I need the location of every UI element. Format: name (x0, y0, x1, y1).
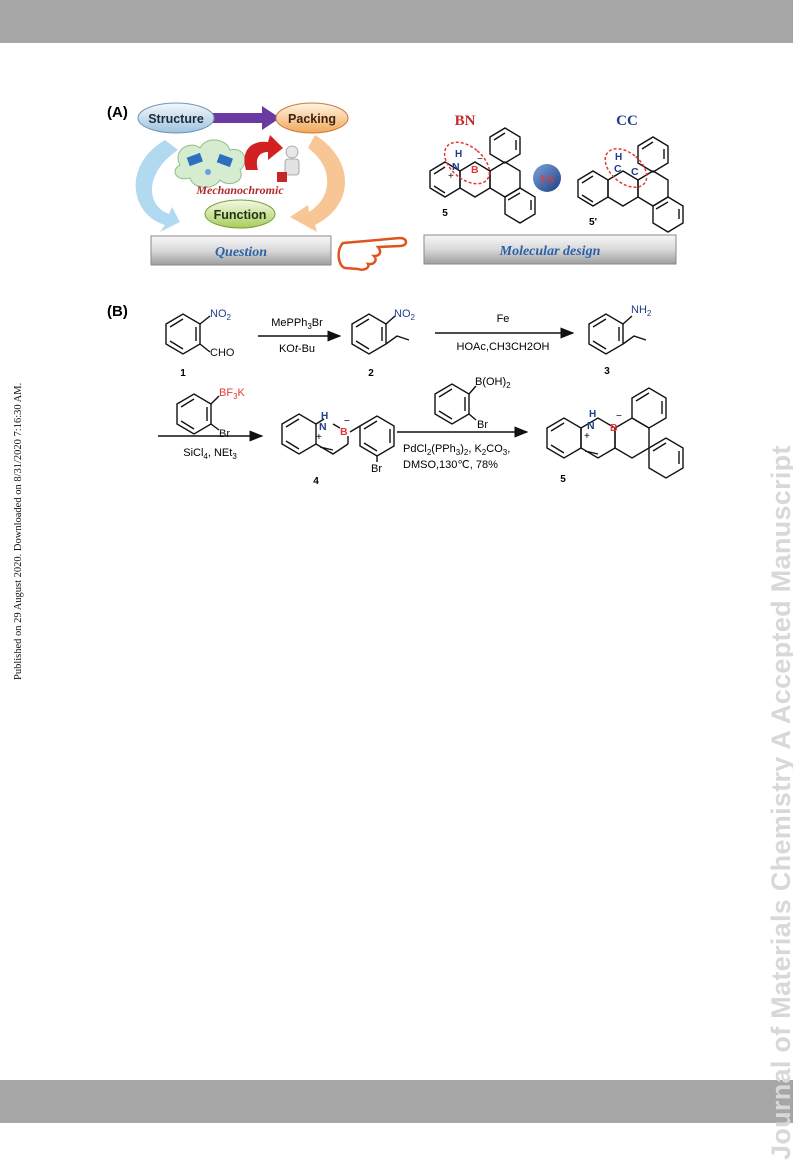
reagent-1-bottom: KOt-Bu (279, 343, 315, 355)
top-banner (0, 0, 793, 43)
reagent-1-top: MePPh3Br (271, 317, 323, 331)
bf3k-label: BF3K (219, 387, 246, 401)
compound-4-structure (281, 413, 395, 462)
atom-c: C (614, 163, 622, 175)
structure-label: Structure (148, 112, 204, 126)
charge-plus: + (316, 432, 322, 443)
bromo-label: Br (219, 428, 230, 440)
compound-1-structure (165, 313, 211, 355)
atom-h: H (321, 411, 328, 422)
reagent-2-bottom: HOAc,CH3CH2OH (457, 341, 550, 353)
figure-canvas: (A) Structure Packing Function Mechanoch… (107, 102, 684, 487)
molecule-dot-icon (205, 169, 211, 175)
compound-5-structure (546, 387, 684, 479)
structure-node (137, 102, 215, 134)
atom-b: B (610, 422, 618, 434)
atom-b: B (340, 426, 348, 438)
amine-group-label: NH2 (631, 304, 652, 318)
packing-node (275, 102, 349, 134)
cycle-arrow-left (135, 140, 180, 232)
charge-plus: + (448, 171, 454, 182)
atom-c: C (631, 166, 639, 178)
compound-2-structure (351, 313, 410, 355)
bn-title: BN (455, 113, 476, 129)
compound-1-label: 1 (180, 368, 186, 379)
molecule-icon (186, 152, 203, 167)
compound-5prime-label: 5' (589, 217, 597, 228)
cloud-icon (174, 139, 246, 188)
nitro-group-label: NO2 (394, 308, 416, 322)
charge-plus: + (584, 431, 590, 442)
bottom-banner (0, 1080, 793, 1123)
packing-label: Packing (288, 112, 336, 126)
charge-minus: − (477, 154, 483, 165)
red-press-arrow-icon (244, 135, 283, 170)
cc-title: CC (616, 113, 638, 129)
question-label: Question (215, 245, 267, 260)
compound-2-label: 2 (368, 368, 374, 379)
mechanochromic-label: Mechanochromic (195, 183, 284, 197)
atom-n: N (319, 421, 327, 433)
reagent-4-line1: PdCl2(PPh3)2, K2CO3, (403, 443, 510, 457)
function-node (204, 199, 276, 229)
atom-h: H (455, 149, 462, 160)
atom-h: H (615, 152, 622, 163)
bromo-label: Br (371, 463, 382, 475)
bromo-label: Br (477, 419, 488, 431)
aryl-trifluoroborate-structure (176, 393, 220, 435)
aryl-boronic-acid-structure (434, 383, 477, 425)
person-icon (285, 145, 299, 159)
cycle-arrow-right (290, 135, 345, 232)
molecule-5-bn-structure (429, 127, 536, 224)
molecule-5prime-cc-structure (577, 136, 684, 233)
atom-n: N (587, 420, 595, 432)
vs-badge (533, 164, 561, 192)
compound-5-label: 5 (560, 474, 566, 485)
compound-3-label: 3 (604, 366, 610, 377)
charge-minus: − (344, 416, 350, 427)
function-label: Function (214, 208, 267, 222)
nitro-group-label: NO2 (210, 308, 232, 322)
reagent-3-bottom: SiCl4, NEt3 (183, 447, 237, 461)
compound-4-label: 4 (313, 476, 319, 487)
vs-label: VS (540, 172, 555, 186)
atom-b: B (471, 164, 479, 176)
charge-minus: − (616, 411, 622, 422)
bn-highlight-ellipse (443, 141, 491, 185)
structure-to-packing-arrow (212, 106, 280, 130)
aldehyde-group-label: CHO (210, 347, 235, 359)
compound-5-label: 5 (442, 208, 448, 219)
question-bar (150, 235, 332, 266)
atom-n: N (452, 161, 460, 173)
compound-3-structure (588, 313, 647, 355)
boronic-acid-label: B(OH)2 (475, 376, 511, 390)
panel-b-label: (B) (107, 303, 128, 320)
reagent-2-top: Fe (497, 313, 510, 325)
pointing-hand-icon (337, 236, 408, 271)
panel-a-label: (A) (107, 104, 128, 121)
reagent-4-line2: DMSO,130℃, 78% (403, 459, 498, 471)
atom-h: H (589, 409, 596, 420)
molecule-icon (216, 153, 233, 168)
molecular-design-bar (423, 234, 677, 265)
molecular-design-label: Molecular design (499, 244, 601, 259)
